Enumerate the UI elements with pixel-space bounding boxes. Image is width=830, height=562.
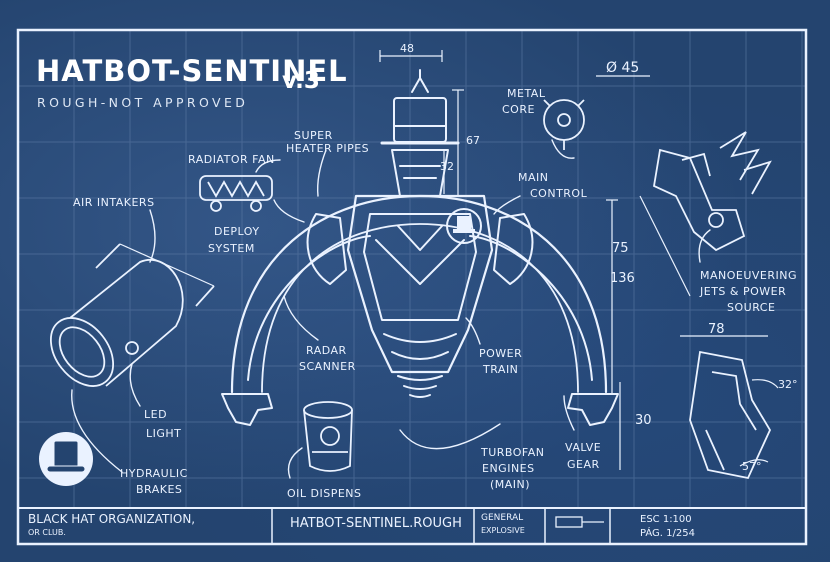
label-super-heater-2: HEATER PIPES bbox=[286, 142, 370, 155]
label-air-intakers: AIR INTAKERS bbox=[73, 196, 155, 209]
label-maneuvering-1: MANOEUVERING bbox=[700, 269, 798, 282]
dimension-45: Ø 45 bbox=[606, 60, 640, 76]
label-radiator-fan: RADIATOR FAN bbox=[188, 153, 275, 166]
dimension-48: 48 bbox=[400, 42, 414, 55]
label-valve-1: VALVE bbox=[565, 441, 602, 454]
label-led-1: LED bbox=[144, 408, 168, 421]
label-deploy-1: DEPLOY bbox=[214, 225, 260, 238]
drawing-title: HATBOT-SENTINEL bbox=[36, 54, 348, 88]
label-radar-2: SCANNER bbox=[299, 360, 356, 373]
label-super-heater-1: SUPER bbox=[294, 129, 333, 142]
label-main-control-2: CONTROL bbox=[530, 187, 588, 200]
robot-body bbox=[221, 69, 619, 426]
angle-32: 32° bbox=[778, 378, 798, 391]
air-intake-drawing bbox=[50, 243, 215, 387]
metal-core-drawing bbox=[543, 75, 650, 150]
angle-57: 57° bbox=[742, 460, 762, 473]
footer-page: PÁG. 1/254 bbox=[640, 528, 695, 539]
footer-category-2: EXPLOSIVE bbox=[481, 526, 525, 535]
label-led-2: LIGHT bbox=[146, 427, 182, 440]
label-main-control-1: MAIN bbox=[518, 171, 549, 184]
label-valve-2: GEAR bbox=[567, 458, 600, 471]
label-power-train-1: POWER bbox=[479, 347, 523, 360]
footer-scale-symbol bbox=[555, 516, 583, 528]
dimension-32: 32 bbox=[440, 160, 454, 173]
dimension-30: 30 bbox=[635, 413, 652, 428]
dimension-lines bbox=[379, 50, 618, 395]
label-hydraulic-1: HYDRAULIC bbox=[120, 467, 188, 480]
label-deploy-2: SYSTEM bbox=[208, 242, 255, 255]
dimension-75: 75 bbox=[612, 241, 629, 256]
label-hydraulic-2: BRAKES bbox=[136, 483, 183, 496]
leader-lines bbox=[71, 139, 711, 479]
sheet-border bbox=[16, 28, 808, 546]
label-maneuvering-2: JETS & POWER bbox=[700, 285, 787, 298]
footer-category-1: GENERAL bbox=[481, 513, 524, 523]
label-radar-1: RADAR bbox=[306, 344, 347, 357]
dimension-136: 136 bbox=[610, 271, 635, 286]
footer-organization-1: BLACK HAT ORGANIZATION, bbox=[28, 512, 196, 526]
footer-scale: ESC 1:100 bbox=[640, 514, 692, 525]
label-turbofan-1: TURBOFAN bbox=[481, 446, 545, 459]
dimension-67: 67 bbox=[466, 134, 480, 147]
dimension-78: 78 bbox=[708, 322, 725, 337]
label-turbofan-2: ENGINES bbox=[482, 462, 535, 475]
maneuvering-jets-drawing bbox=[639, 131, 772, 297]
label-turbofan-3: (MAIN) bbox=[490, 478, 531, 491]
label-power-train-2: TRAIN bbox=[483, 363, 519, 376]
drawing-status: ROUGH-NOT APPROVED bbox=[37, 95, 249, 110]
label-oil-dispens: OIL DISPENS bbox=[287, 487, 362, 500]
label-metal-core-1: METAL bbox=[507, 87, 546, 100]
drawing-version: v.3 bbox=[282, 68, 320, 94]
footer-drawing-name: HATBOT-SENTINEL.ROUGH bbox=[290, 516, 462, 531]
oil-dispenser-drawing bbox=[303, 401, 353, 472]
radiator-fan-drawing bbox=[199, 175, 273, 212]
hat-logo bbox=[39, 432, 93, 486]
label-maneuvering-3: SOURCE bbox=[727, 301, 776, 314]
label-metal-core-2: CORE bbox=[502, 103, 535, 116]
footer-organization-2: OR CLUB. bbox=[28, 528, 66, 537]
valve-blade-drawing bbox=[619, 335, 779, 480]
